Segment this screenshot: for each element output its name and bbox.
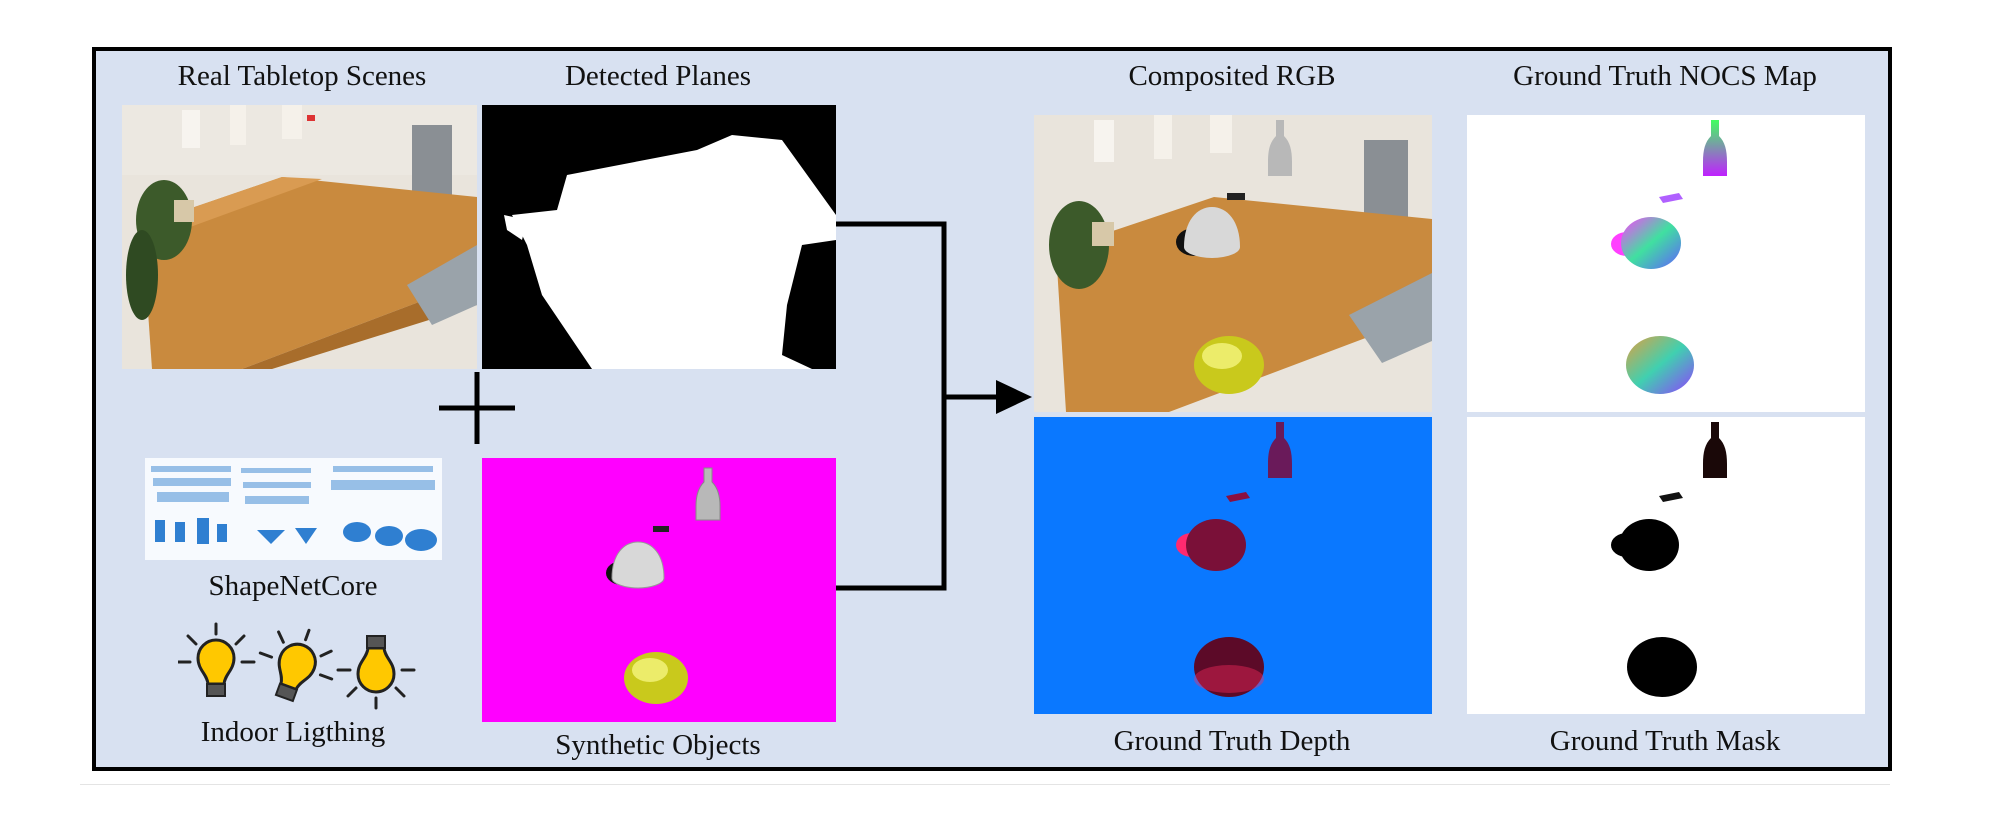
light-bulb-icon xyxy=(258,628,334,703)
label-detected-planes: Detected Planes xyxy=(564,60,752,92)
real-tabletop-photo xyxy=(122,105,477,369)
plus-icon xyxy=(435,372,519,444)
ground-truth-depth-map xyxy=(1034,417,1432,714)
ground-truth-mask xyxy=(1467,417,1865,714)
detected-planes-mask xyxy=(482,105,836,369)
label-composited-rgb: Composited RGB xyxy=(1128,60,1336,92)
label-shapenetcore: ShapeNetCore xyxy=(208,570,378,602)
composited-rgb-image xyxy=(1034,115,1432,412)
indoor-lighting-icons xyxy=(178,622,418,712)
label-ground-truth-depth: Ground Truth Depth xyxy=(1113,725,1351,757)
label-real-tabletop-scenes: Real Tabletop Scenes xyxy=(177,60,427,92)
shapenetcore-thumbnail xyxy=(145,458,442,560)
light-bulb-icon xyxy=(178,622,256,697)
label-indoor-lighting: Indoor Ligthing xyxy=(200,716,386,748)
light-bulb-icon xyxy=(336,635,416,710)
synthetic-objects-render xyxy=(482,458,836,722)
label-ground-truth-mask: Ground Truth Mask xyxy=(1549,725,1781,757)
ground-truth-nocs-map xyxy=(1467,115,1865,412)
label-synthetic-objects: Synthetic Objects xyxy=(555,729,761,761)
arrow-right-icon xyxy=(996,380,1032,414)
merge-connector xyxy=(836,220,1036,600)
label-ground-truth-nocs-map: Ground Truth NOCS Map xyxy=(1513,60,1817,92)
bottom-rule xyxy=(80,784,1890,785)
